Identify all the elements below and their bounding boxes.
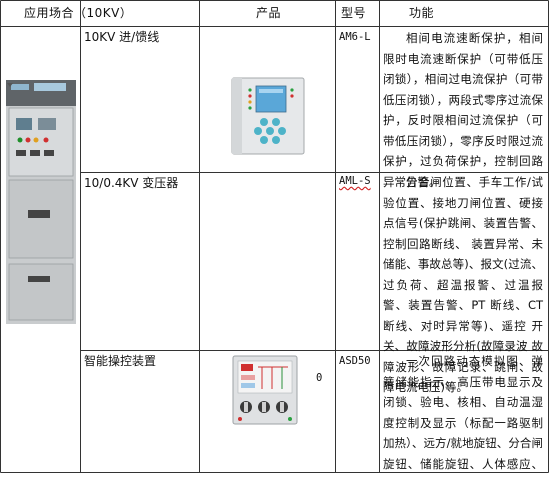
protection-relay-device-image (231, 77, 305, 155)
row2-scenario: 10/0.4KV 变压器 (84, 176, 179, 190)
row1-function: 相间电流速断保护，相间限时电流速断保护（可带低压闭锁），相间过电流保护（可带低压… (383, 31, 543, 189)
smart-control-device-image (232, 355, 298, 425)
row3-model-continued: 0 (316, 372, 323, 384)
header-scenario: 应用场合（10KV） (24, 6, 133, 20)
row1-model: AM6-L (339, 31, 371, 43)
row3-model: ASD50 (339, 355, 371, 367)
header-function: 功能 (409, 6, 435, 20)
row3-scenario: 智能操控装置 (84, 354, 157, 368)
row-marker-icon (7, 83, 13, 87)
switchgear-cabinet-image (6, 80, 76, 324)
row2-model: AML-S (339, 175, 371, 187)
row3-function: 一次回路动态模拟图、弹簧储能指示、高压带电显示及闭锁、验电、核相、自动温湿度控制… (383, 354, 543, 471)
header-model: 型号 (341, 6, 367, 20)
row1-scenario: 10KV 进/馈线 (84, 30, 160, 44)
row2-function: 分合闸位置、手车工作/试验位置、接地刀闸位置、硬接 点信号(保护跳闸、装置告警、… (383, 175, 543, 394)
header-product: 产品 (256, 6, 282, 20)
